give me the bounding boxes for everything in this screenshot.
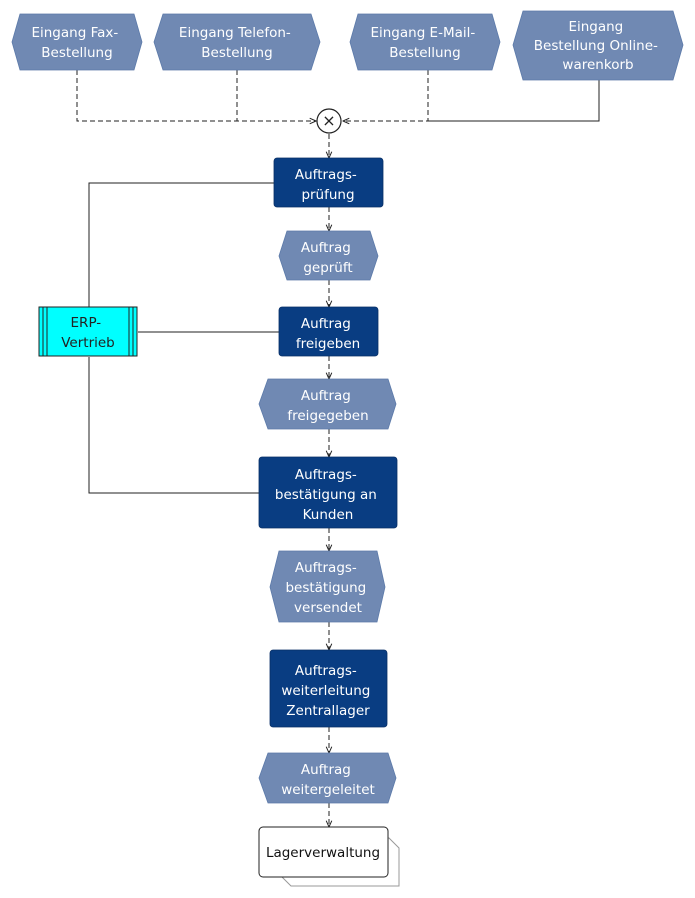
event-label: Auftrag weitergeleitet	[281, 762, 375, 798]
event-shape	[11, 13, 143, 71]
event-auftrag-freigegeben: Auftrag freigegeben	[258, 378, 397, 430]
function-auftragspruefung: Auftrags- prüfung	[273, 157, 384, 208]
event-auftrag-weitergeleitet: Auftrag weitergeleitet	[258, 752, 397, 804]
event-label: Eingang Fax- Bestellung	[31, 25, 122, 61]
system-erp-vertrieb: ERP- Vertrieb	[38, 306, 138, 357]
function-auftragsweiterleitung: Auftrags- weiterleitung Zentrallager	[269, 649, 388, 728]
xor-connector: ×	[316, 108, 342, 134]
edge-erp-to-bestaetigung	[88, 357, 259, 494]
event-shape	[278, 230, 379, 281]
function-label: Auftrag freigeben	[296, 316, 360, 352]
event-shape	[269, 550, 386, 623]
event-telefon: Eingang Telefon- Bestellung	[153, 13, 321, 71]
event-online: Eingang Bestellung Online- warenkorb	[512, 10, 684, 81]
edge-email-to-xor	[343, 70, 429, 121]
system-label: ERP- Vertrieb	[61, 315, 115, 351]
system-shape	[38, 306, 138, 357]
event-shape	[258, 378, 397, 430]
event-shape	[258, 752, 397, 804]
event-auftrag-geprueft: Auftrag geprüft	[278, 230, 379, 281]
function-label: Auftrags- bestätigung an Kunden	[275, 467, 381, 523]
function-shape	[273, 157, 384, 208]
process-interface-label: Lagerverwaltung	[266, 845, 380, 861]
event-label: Eingang E-Mail- Bestellung	[370, 25, 479, 61]
edge-erp-to-pruefung	[88, 182, 274, 307]
event-shape	[349, 13, 501, 71]
event-shape	[153, 13, 321, 71]
xor-symbol: ×	[322, 111, 335, 130]
event-bestaetigung-versendet: Auftrags- bestätigung versendet	[269, 550, 386, 623]
function-label: Auftrags- prüfung	[295, 167, 361, 203]
process-interface-lagerverwaltung: Lagerverwaltung	[258, 826, 400, 887]
connector-circle	[316, 108, 342, 134]
event-label: Eingang Bestellung Online- warenkorb	[534, 19, 662, 73]
function-shape	[269, 649, 388, 728]
event-label: Auftrag freigegeben	[287, 388, 368, 424]
function-label: Auftrags- weiterleitung Zentrallager	[281, 663, 374, 719]
function-auftragsbestaetigung: Auftrags- bestätigung an Kunden	[258, 456, 398, 529]
function-shape	[278, 306, 379, 357]
event-fax: Eingang Fax- Bestellung	[11, 13, 143, 71]
edge-online-to-xor	[428, 80, 600, 122]
event-label: Auftrags- bestätigung versendet	[285, 560, 370, 616]
event-email: Eingang E-Mail- Bestellung	[349, 13, 501, 71]
edge-fax-to-xor	[76, 70, 316, 121]
event-shape	[512, 10, 684, 81]
event-label: Eingang Telefon- Bestellung	[179, 25, 295, 61]
function-auftrag-freigeben: Auftrag freigeben	[278, 306, 379, 357]
function-shape	[258, 456, 398, 529]
process-interface-shape	[258, 826, 389, 878]
event-label: Auftrag geprüft	[301, 240, 355, 276]
connections	[76, 70, 600, 827]
